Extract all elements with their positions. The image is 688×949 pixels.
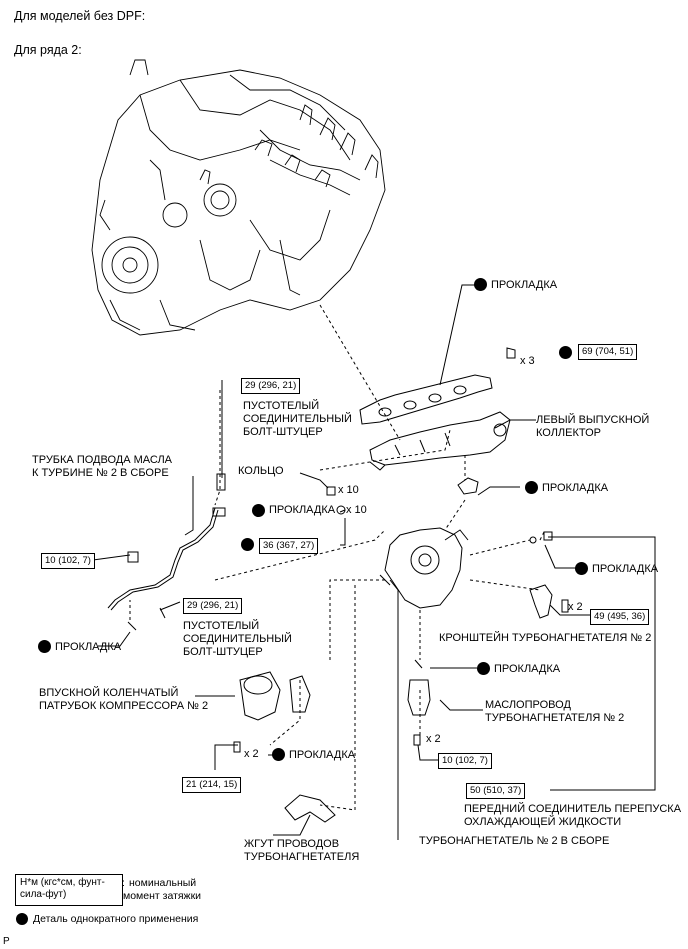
union-bolt-2-label-line2: СОЕДИНИТЕЛЬНЫЙ xyxy=(183,633,292,645)
torque-box-10b: 10 (102, 7) xyxy=(438,753,492,769)
ring-shape xyxy=(326,486,336,496)
oil-pipe-label-line2: ТУРБОНАГНЕТАТЕЛЯ № 2 xyxy=(485,712,625,724)
turbocharger-shape xyxy=(379,527,469,609)
coolant-connector-shape xyxy=(543,531,553,541)
elbow-gasket-shape xyxy=(289,675,311,713)
gasket-mid-label: ПРОКЛАДКА xyxy=(269,504,336,516)
exhaust-manifold-shape xyxy=(369,411,511,471)
torque-box-21: 21 (214, 15) xyxy=(182,777,242,793)
torque-legend-box: Н*м (кгс*см, фунт- сила-фут) xyxy=(15,874,123,906)
dashed-leaders xyxy=(129,304,546,811)
non-reusable-icon xyxy=(575,562,588,575)
gasket-elbow-label: ПРОКЛАДКА xyxy=(289,749,356,761)
non-reusable-icon xyxy=(474,278,487,291)
torque-units-line2: сила-фут) xyxy=(20,889,67,900)
gasket-mid-count: x 10 xyxy=(346,504,367,516)
bracket-count: x 2 xyxy=(568,601,583,613)
oil-pipe-shape xyxy=(407,659,431,746)
gasket-right-2-label: ПРОКЛАДКА xyxy=(592,563,659,575)
bracket-label: КРОНШТЕЙН ТУРБОНАГНЕТАТЕЛЯ № 2 xyxy=(439,632,652,644)
manifold-gasket-shape xyxy=(359,374,493,425)
gasket-oil-label: ПРОКЛАДКА xyxy=(494,663,561,675)
oil-feed-tube-shape xyxy=(107,473,226,611)
elbow-count: x 2 xyxy=(244,748,259,760)
turbo-assy-label: ТУРБОНАГНЕТАТЕЛЬ № 2 В СБОРЕ xyxy=(419,835,610,847)
left-manifold-label-line2: КОЛЛЕКТОР xyxy=(536,427,602,439)
torque-box-10a: 10 (102, 7) xyxy=(41,553,95,569)
torque-box-50: 50 (510, 37) xyxy=(466,783,526,799)
non-reusable-icon xyxy=(252,504,265,517)
page-subtitle: Для ряда 2: xyxy=(14,43,82,57)
engine-illustration xyxy=(91,59,386,336)
non-reusable-icon xyxy=(559,346,572,359)
page-title: Для моделей без DPF: xyxy=(14,9,146,23)
coolant-bypass-label-line2: ОХЛАЖДАЮЩЕЙ ЖИДКОСТИ xyxy=(464,816,622,828)
intake-elbow-shape xyxy=(239,671,281,721)
left-manifold-label-line1: ЛЕВЫЙ ВЫПУСКНОЙ xyxy=(536,414,650,426)
intake-elbow-label-line1: ВПУСКНОЙ КОЛЕНЧАТЫЙ xyxy=(39,687,179,699)
bolt-union-2-shape xyxy=(159,607,166,619)
footer-code: P xyxy=(3,936,10,947)
bolt-left-shape xyxy=(127,551,139,563)
wire-harness-shape xyxy=(284,794,336,823)
wire-harness-label-line2: ТУРБОНАГНЕТАТЕЛЯ xyxy=(244,851,360,863)
union-bolt-1-label-line1: ПУСТОТЕЛЫЙ xyxy=(243,400,320,412)
wire-harness-label-line1: ЖГУТ ПРОВОДОВ xyxy=(244,838,340,850)
oil-pipe-count: x 2 xyxy=(426,733,441,745)
ring-label: КОЛЬЦО xyxy=(238,465,284,477)
gasket-right-1-label: ПРОКЛАДКА xyxy=(542,482,609,494)
gasket-shape-mid xyxy=(336,505,346,515)
torque-box-36: 36 (367, 27) xyxy=(259,538,319,554)
gasket-top-label: ПРОКЛАДКА xyxy=(491,279,558,291)
oil-pipe-label-line1: МАСЛОПРОВОД xyxy=(485,699,571,711)
nut-count: x 3 xyxy=(520,355,535,367)
non-reusable-legend-icon xyxy=(16,913,28,925)
non-reusable-icon xyxy=(272,748,285,761)
union-bolt-2-label-line1: ПУСТОТЕЛЫЙ xyxy=(183,620,260,632)
bracket-shape xyxy=(529,584,569,619)
non-reusable-icon xyxy=(525,481,538,494)
torque-units-line1: Н*м (кгс*см, фунт- xyxy=(20,877,105,888)
non-reusable-icon xyxy=(477,662,490,675)
non-reusable-icon xyxy=(38,640,51,653)
torque-box-nut: 69 (704, 51) xyxy=(578,344,638,360)
torque-desc-line2: момент затяжки xyxy=(123,890,202,902)
oil-tube-label-line1: ТРУБКА ПОДВОДА МАСЛА xyxy=(32,454,173,466)
elbow-bolt-shape xyxy=(233,741,241,753)
solid-leaders xyxy=(92,284,656,840)
flange-gasket-shape xyxy=(457,477,479,495)
torque-box-union-bolt-1: 29 (296, 21) xyxy=(241,378,301,394)
coolant-gasket-shape xyxy=(529,536,537,544)
non-reusable-legend-label: Деталь однократного применения xyxy=(33,913,199,925)
torque-desc-line1: номинальный xyxy=(129,877,197,889)
intake-elbow-label-line2: ПАТРУБОК КОМПРЕССОРА № 2 xyxy=(39,700,209,712)
torque-legend-colon: : xyxy=(122,877,125,889)
oil-tube-label-line2: К ТУРБИНЕ № 2 В СБОРЕ xyxy=(32,467,169,479)
ring-count: x 10 xyxy=(338,484,359,496)
nut-shape xyxy=(506,347,516,359)
non-reusable-icon xyxy=(241,538,254,551)
gasket-left-shape xyxy=(127,621,137,631)
coolant-bypass-label-line1: ПЕРЕДНИЙ СОЕДИНИТЕЛЬ ПЕРЕПУСКА xyxy=(464,803,682,815)
gasket-left-label: ПРОКЛАДКА xyxy=(55,641,122,653)
torque-box-union-bolt-2: 29 (296, 21) xyxy=(183,598,243,614)
union-bolt-1-label-line2: СОЕДИНИТЕЛЬНЫЙ xyxy=(243,413,352,425)
torque-box-49: 49 (495, 36) xyxy=(590,609,650,625)
union-bolt-2-label-line3: БОЛТ-ШТУЦЕР xyxy=(183,646,263,658)
union-bolt-1-label-line3: БОЛТ-ШТУЦЕР xyxy=(243,426,323,438)
